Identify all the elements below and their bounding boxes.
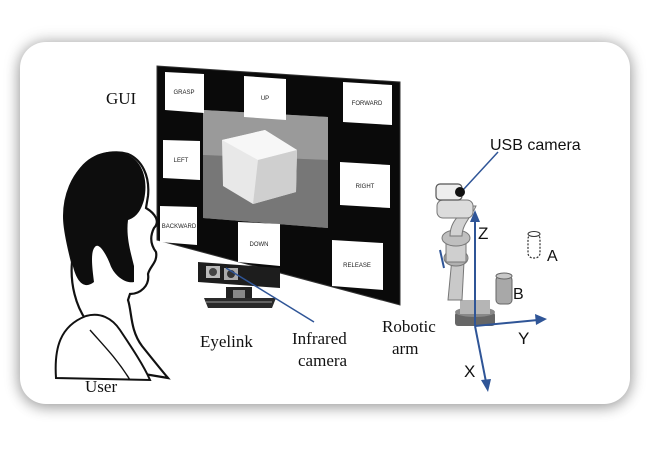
x-axis-label: X — [464, 362, 476, 381]
gui-button-grasp[interactable]: GRASP — [165, 72, 204, 113]
object-a — [527, 231, 541, 259]
gui-button-right[interactable]: RIGHT — [340, 162, 390, 208]
z-axis-label: Z — [478, 224, 489, 243]
eyelink-tracker — [198, 262, 280, 308]
usb-camera-pointer-line — [462, 151, 499, 191]
infrared-camera-label-line2: camera — [298, 351, 348, 370]
gui-button-down-label: DOWN — [250, 242, 269, 248]
gui-button-release[interactable]: RELEASE — [332, 240, 383, 290]
usb-camera-label: USB camera — [490, 137, 581, 154]
robotic-arm-label-line2: arm — [392, 339, 419, 358]
object-a-label: A — [547, 248, 558, 265]
gui-label: GUI — [106, 89, 137, 108]
user-silhouette — [54, 151, 171, 382]
object-b-label: B — [513, 286, 524, 303]
infrared-pointer-line — [225, 267, 315, 323]
gui-button-left[interactable]: LEFT — [163, 140, 200, 180]
coordinate-axes — [470, 210, 547, 392]
gui-button-release-label: RELEASE — [343, 263, 371, 269]
camera-feed — [203, 110, 328, 228]
gui-button-down[interactable]: DOWN — [238, 222, 280, 266]
gui-button-backward[interactable]: BACKWARD — [160, 206, 197, 245]
robotic-arm-label-line1: Robotic — [382, 317, 436, 336]
gui-button-forward-label: FORWARD — [352, 101, 383, 107]
gui-button-up[interactable]: UP — [244, 76, 286, 120]
gui-button-left-label: LEFT — [174, 158, 189, 164]
user-label: User — [85, 377, 118, 396]
gui-button-grasp-label: GRASP — [173, 90, 194, 96]
gui-button-forward[interactable]: FORWARD — [343, 82, 392, 125]
infrared-camera-label-line1: Infrared — [292, 329, 347, 348]
gui-button-right-label: RIGHT — [356, 184, 375, 190]
robotic-arm — [435, 183, 495, 326]
gui-button-up-label: UP — [261, 96, 269, 102]
eyelink-label: Eyelink — [200, 332, 253, 351]
object-b — [495, 272, 513, 305]
y-axis-label: Y — [518, 329, 530, 348]
gui-button-backward-label: BACKWARD — [162, 224, 197, 230]
